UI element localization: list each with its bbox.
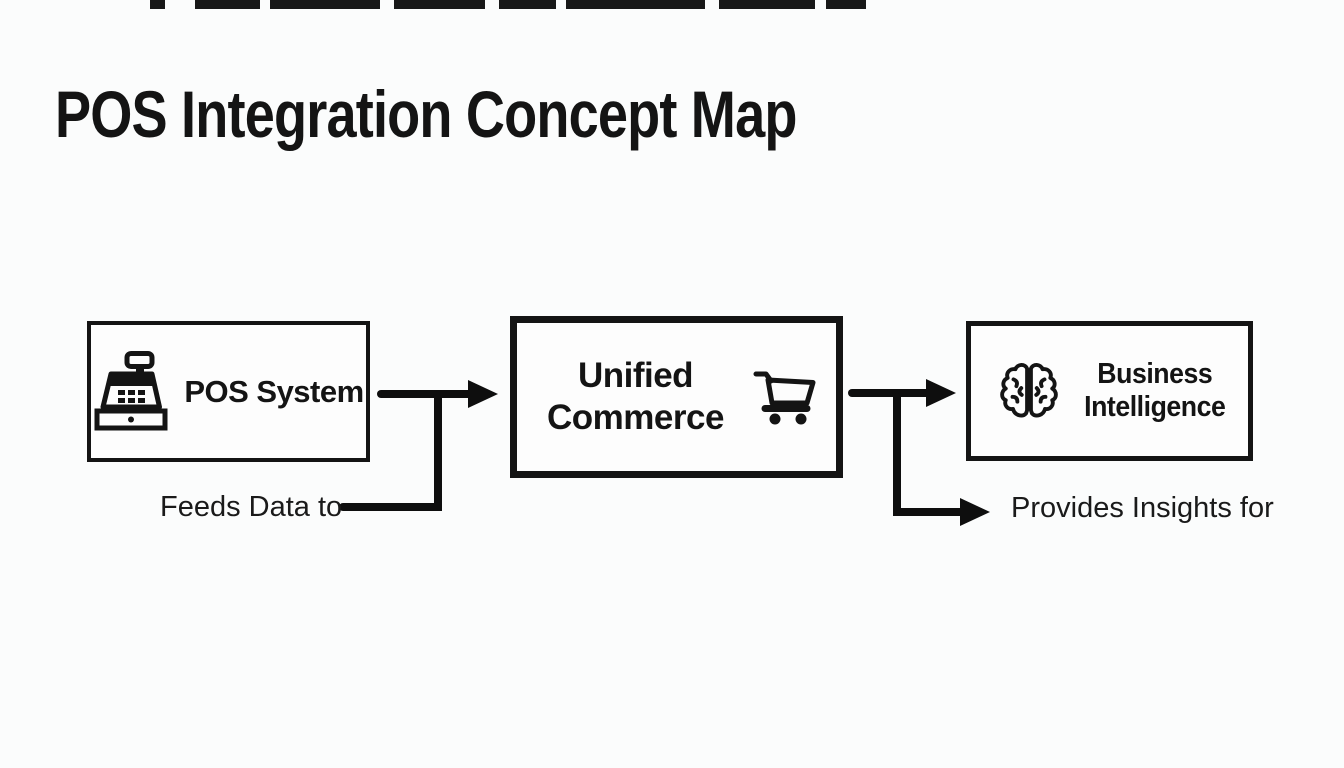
node-label: Unified Commerce bbox=[547, 356, 724, 437]
shopping-cart-icon bbox=[753, 371, 816, 425]
edge-label-feeds-data: Feeds Data to bbox=[160, 491, 343, 523]
node-label: POS System bbox=[184, 374, 364, 409]
node-unified-commerce: Unified Commerce bbox=[510, 316, 843, 478]
top-edge-dashes bbox=[150, 0, 866, 9]
node-pos-system: POS System bbox=[87, 321, 370, 462]
node-business-intelligence: Business Intelligence bbox=[966, 321, 1253, 461]
node-label: Business Intelligence bbox=[1083, 358, 1226, 423]
cash-register-icon bbox=[94, 350, 168, 430]
edge-label-provides-insights: Provides Insights for bbox=[1011, 492, 1274, 524]
page-title: POS Integration Concept Map bbox=[55, 77, 797, 151]
brain-icon bbox=[999, 363, 1058, 418]
